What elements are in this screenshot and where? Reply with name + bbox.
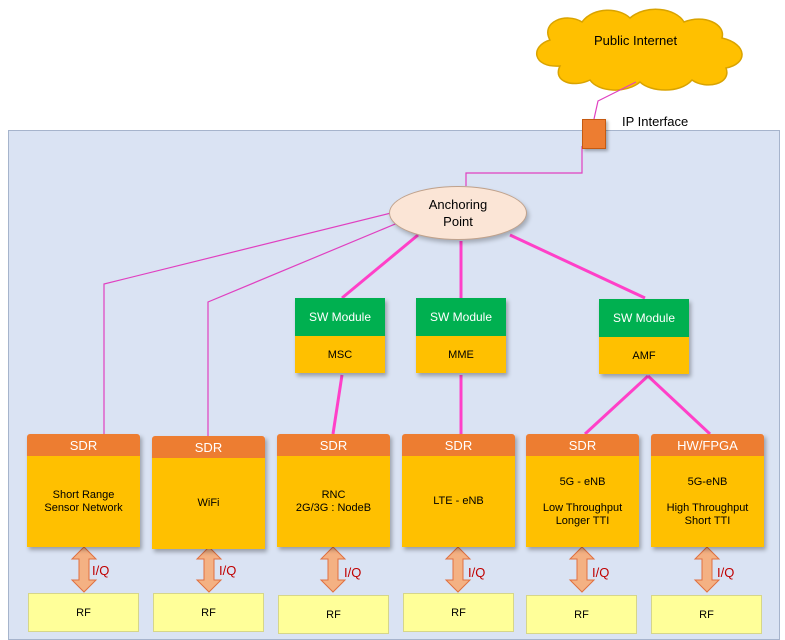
iq-double-arrow [195,546,223,593]
anchoring-point: Anchoring Point [389,186,527,240]
sdr-line: WiFi [197,497,220,509]
rf-box: RF [28,593,139,632]
cloud-shape [535,8,743,91]
rf-box: RF [403,593,514,632]
iq-label: I/Q [592,565,610,580]
sdr-header: SDR [402,434,515,456]
sdr-block-sensor: SDR Short Range Sensor Network [27,434,140,547]
cloud-label: Public Internet [594,33,678,48]
iq-label: I/Q [468,565,486,580]
sdr-header: HW/FPGA [651,434,764,456]
sw-module-amf: SW Module AMF [599,299,689,374]
anchoring-point-line2: Point [443,214,473,229]
iq-double-arrow [568,546,596,593]
line-anchor-to-msc [341,233,419,300]
iq-label: I/Q [219,563,237,578]
sdr-line: Longer TTI [555,514,610,527]
anchoring-point-line1: Anchoring [428,197,488,212]
rf-box: RF [153,593,264,632]
line-cloud-to-ip [593,81,637,120]
rf-box: RF [278,595,389,634]
sw-module-function: MSC [295,336,385,373]
sdr-line: High Throughput [666,501,749,514]
sw-module-label: SW Module [599,299,689,337]
iq-label: I/Q [344,565,362,580]
sw-module-function: MME [416,336,506,373]
sdr-line: Short TTI [684,514,731,527]
sdr-line: 5G-eNB [687,475,728,488]
sdr-line: Short Range [52,488,115,501]
line-anchor-to-sensor [103,211,396,434]
iq-double-arrow [319,546,347,593]
iq-label: I/Q [92,563,110,578]
iq-label: I/Q [717,565,735,580]
sw-module-msc: SW Module MSC [295,298,385,373]
hw-fpga-block-5g-high: HW/FPGA 5G-eNB High Throughput Short TTI [651,434,764,547]
line-amf-to-5g-high [646,374,712,436]
sw-module-function: AMF [599,337,689,374]
sdr-block-lte: SDR LTE - eNB [402,434,515,547]
sdr-line: Sensor Network [44,501,123,514]
iq-double-arrow [444,546,472,593]
ip-interface-port [582,119,606,149]
sw-module-label: SW Module [416,298,506,336]
sdr-header: SDR [27,434,140,456]
sdr-line: RNC [321,488,346,501]
rf-box: RF [526,595,637,634]
line-anchor-to-wifi [207,221,401,436]
sdr-line: 2G/3G : NodeB [295,501,372,514]
line-amf-to-5g-low [583,374,650,436]
line-anchor-to-amf [509,233,646,300]
sdr-line: LTE - eNB [433,495,484,507]
sdr-header: SDR [526,434,639,456]
sw-module-mme: SW Module MME [416,298,506,373]
line-msc-to-rnc [331,374,344,435]
sdr-header: SDR [277,434,390,456]
iq-double-arrow [70,546,98,593]
sw-module-label: SW Module [295,298,385,336]
sdr-block-wifi: SDR WiFi [152,436,265,549]
sdr-line: Low Throughput [542,501,623,514]
line-ip-to-anchor [465,146,583,186]
sdr-header: SDR [152,436,265,458]
sdr-line: 5G - eNB [559,475,606,488]
sdr-block-rnc: SDR RNC 2G/3G : NodeB [277,434,390,547]
sdr-block-5g-low: SDR 5G - eNB Low Throughput Longer TTI [526,434,639,547]
ip-interface-label: IP Interface [622,114,689,129]
rf-box: RF [651,595,762,634]
iq-double-arrow [693,546,721,593]
